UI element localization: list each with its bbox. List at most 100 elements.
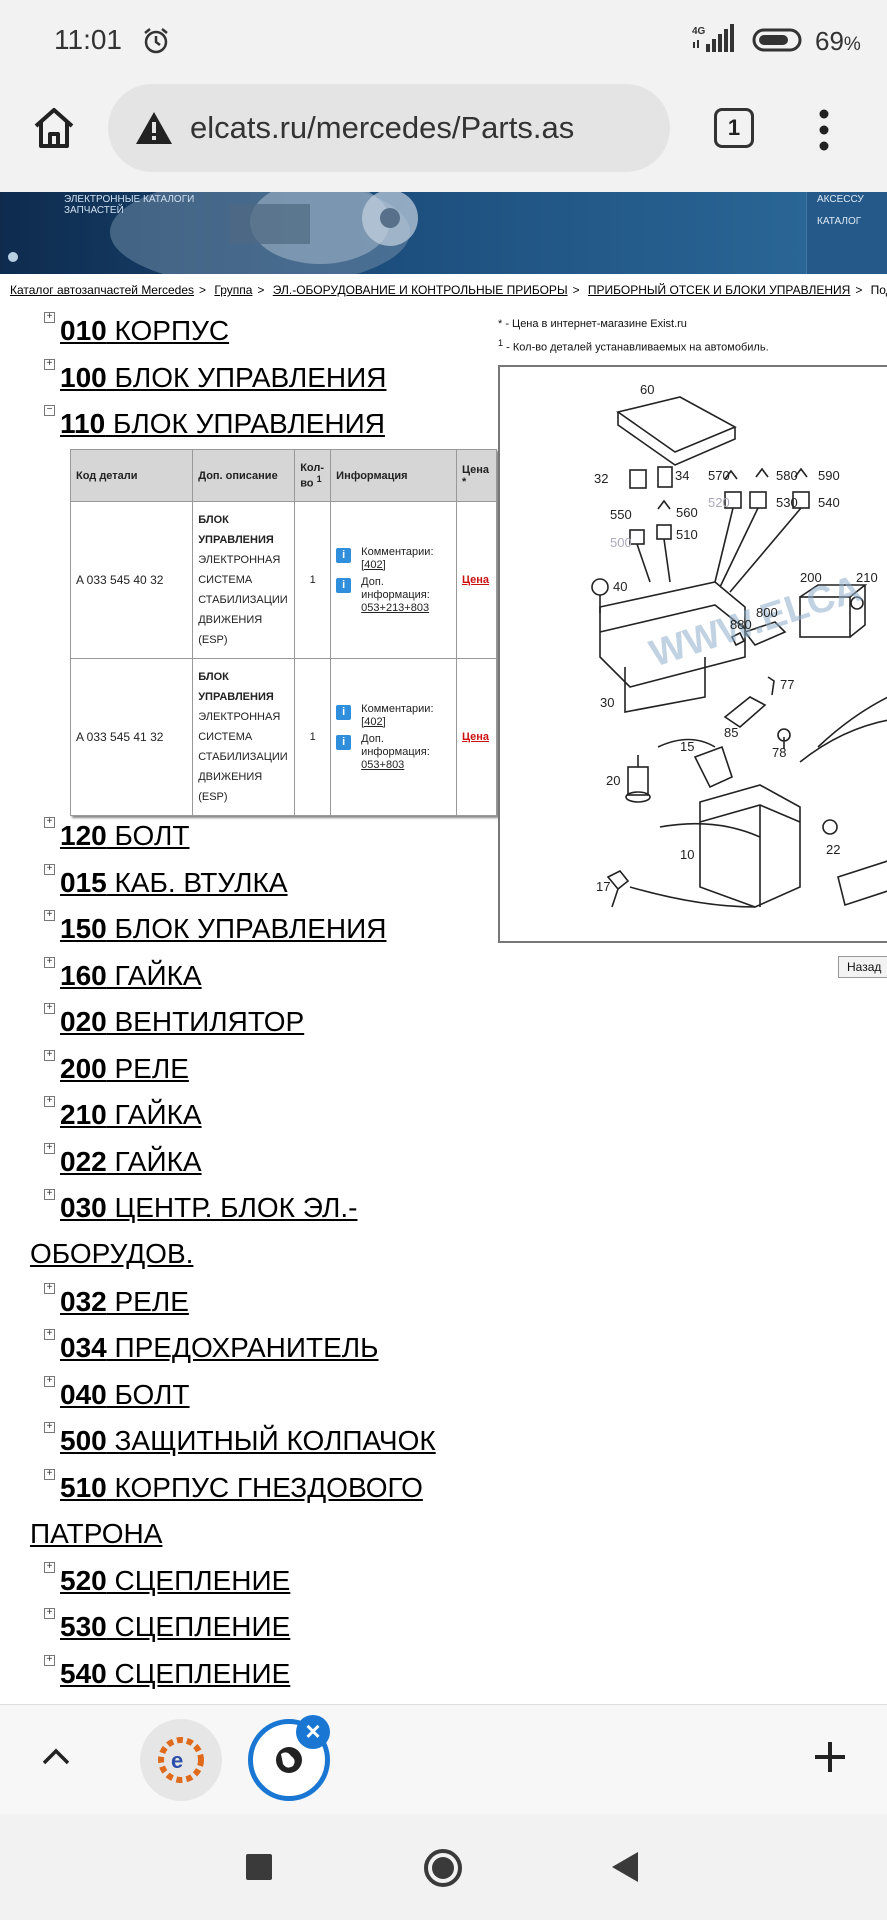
collapse-icon[interactable]: −	[44, 405, 55, 416]
svg-text:200: 200	[800, 570, 822, 585]
breadcrumb-group[interactable]: Группа	[214, 283, 253, 297]
tree-item[interactable]: + 010 КОРПУС	[30, 308, 490, 354]
nav-back-icon[interactable]	[610, 1850, 640, 1884]
parts-table: Код детали Доп. описание Кол-во 1 Информ…	[69, 449, 498, 816]
browser-toolbar: elcats.ru/mercedes/Parts.as 1	[0, 80, 887, 192]
expand-icon[interactable]: +	[44, 312, 55, 323]
tree-item[interactable]: +210 ГАЙКА	[30, 1092, 490, 1138]
banner-link-accessories[interactable]: АКСЕССУ	[817, 194, 864, 205]
expand-icon[interactable]: +	[44, 1050, 55, 1061]
extra-info-link[interactable]: 053+803	[361, 758, 405, 771]
more-menu-icon[interactable]	[810, 106, 838, 154]
expand-icon[interactable]: +	[44, 910, 55, 921]
breadcrumb-catalog[interactable]: Каталог автозапчастей Mercedes	[10, 283, 195, 297]
expand-icon[interactable]: +	[44, 359, 55, 370]
tree-item[interactable]: +030 ЦЕНТР. БЛОК ЭЛ.-ОБОРУДОВ.	[30, 1188, 358, 1270]
tree-item[interactable]: + 100 БЛОК УПРАВЛЕНИЯ	[30, 355, 490, 401]
expand-icon[interactable]: +	[44, 1608, 55, 1619]
signal-icon: 4G	[692, 24, 734, 52]
info-icon: i	[336, 734, 352, 750]
tree-item[interactable]: +530 СЦЕПЛЕНИЕ	[30, 1604, 490, 1650]
quantity-note: 1 - Кол-во деталей устанавливаемых на ав…	[498, 338, 769, 354]
expand-icon[interactable]: +	[44, 1143, 55, 1154]
address-bar[interactable]: elcats.ru/mercedes/Parts.as	[108, 84, 670, 172]
comment-link[interactable]: [402]	[361, 558, 386, 571]
svg-text:580: 580	[776, 468, 798, 483]
svg-text:17: 17	[596, 879, 610, 894]
tree-item[interactable]: +200 РЕЛЕ	[30, 1046, 490, 1092]
expand-icon[interactable]: +	[44, 817, 55, 828]
tree-item[interactable]: +520 СЦЕПЛЕНИЕ	[30, 1558, 490, 1604]
parts-diagram[interactable]: WWW.ELCA 60 1 32 34 570 580 590 550 560 …	[498, 365, 887, 943]
part-quantity: 1	[294, 658, 332, 816]
expand-icon[interactable]: +	[44, 1376, 55, 1387]
expand-icon[interactable]: +	[44, 1562, 55, 1573]
breadcrumb-compartment[interactable]: ПРИБОРНЫЙ ОТСЕК И БЛОКИ УПРАВЛЕНИЯ	[587, 283, 851, 297]
part-number: A 033 545 40 32	[69, 501, 194, 659]
expand-icon[interactable]: +	[44, 1096, 55, 1107]
table-row: A 033 545 40 32 БЛОК УПРАВЛЕНИЯ ЭЛЕКТРОН…	[69, 501, 498, 659]
expand-icon[interactable]: +	[44, 1189, 55, 1200]
tree-item[interactable]: +120 БОЛТ	[30, 813, 490, 859]
part-quantity: 1	[294, 501, 332, 659]
bottom-tab-bar: e ×	[0, 1704, 887, 1814]
tree-item[interactable]: +510 КОРПУС ГНЕЗДОВОГО ПАТРОНА	[30, 1468, 423, 1550]
svg-text:77: 77	[780, 677, 794, 692]
tree-item[interactable]: +040 БОЛТ	[30, 1372, 490, 1418]
svg-text:880: 880	[730, 617, 752, 632]
tree-item[interactable]: +020 ВЕНТИЛЯТОР	[30, 999, 490, 1045]
col-part-number: Код детали	[69, 449, 194, 502]
extra-info-link[interactable]: 053+213+803	[361, 601, 430, 614]
col-description: Доп. описание	[192, 449, 296, 502]
tree-item[interactable]: +022 ГАЙКА	[30, 1139, 490, 1185]
table-row: A 033 545 41 32 БЛОК УПРАВЛЕНИЯ ЭЛЕКТРОН…	[69, 658, 498, 816]
expand-icon[interactable]: +	[44, 1422, 55, 1433]
new-tab-icon[interactable]	[812, 1739, 848, 1775]
banner-link-catalog[interactable]: КАТАЛОГ	[817, 216, 862, 227]
info-icon: i	[336, 704, 352, 720]
expand-icon[interactable]: +	[44, 1469, 55, 1480]
tree-item[interactable]: +160 ГАЙКА	[30, 953, 490, 999]
warning-icon[interactable]	[134, 110, 174, 146]
expand-icon[interactable]: +	[44, 864, 55, 875]
breadcrumb-current: Подг	[870, 283, 887, 297]
col-quantity: Кол-во 1	[294, 449, 332, 502]
tab-switcher-button[interactable]: 1	[714, 108, 754, 148]
tree-item-expanded[interactable]: − 110 БЛОК УПРАВЛЕНИЯ	[30, 401, 490, 447]
expand-icon[interactable]: +	[44, 1003, 55, 1014]
expand-icon[interactable]: +	[44, 957, 55, 968]
tab-chip-exist[interactable]: e	[140, 1719, 222, 1801]
back-button[interactable]: Назад	[838, 956, 887, 978]
price-note: * - Цена в интернет-магазине Exist.ru	[498, 318, 687, 330]
comment-link[interactable]: [402]	[361, 715, 386, 728]
part-number: A 033 545 41 32	[69, 658, 194, 816]
breadcrumb-electrical[interactable]: ЭЛ.-ОБОРУДОВАНИЕ И КОНТРОЛЬНЫЕ ПРИБОРЫ	[272, 283, 568, 297]
expand-icon[interactable]: +	[44, 1655, 55, 1666]
tree-item[interactable]: +150 БЛОК УПРАВЛЕНИЯ	[30, 906, 490, 952]
svg-text:590: 590	[818, 468, 840, 483]
svg-text:560: 560	[676, 505, 698, 520]
price-link[interactable]: Цена	[461, 574, 490, 586]
engine-image	[110, 192, 418, 274]
part-description: БЛОК УПРАВЛЕНИЯ ЭЛЕКТРОННАЯ СИСТЕМА СТАБ…	[192, 658, 296, 816]
chevron-up-icon[interactable]	[40, 1741, 72, 1773]
nav-home-icon[interactable]	[422, 1847, 464, 1889]
svg-text:85: 85	[724, 725, 738, 740]
tree-item[interactable]: +015 КАБ. ВТУЛКА	[30, 860, 490, 906]
expand-icon[interactable]: +	[44, 1283, 55, 1294]
price-link[interactable]: Цена	[461, 731, 490, 743]
recent-apps-icon[interactable]	[246, 1854, 272, 1880]
close-tab-icon[interactable]: ×	[296, 1715, 330, 1749]
svg-text:210: 210	[856, 570, 878, 585]
tree-item[interactable]: +500 ЗАЩИТНЫЙ КОЛПАЧОК	[30, 1418, 490, 1464]
svg-text:800: 800	[756, 605, 778, 620]
banner-dot	[8, 252, 18, 262]
home-icon[interactable]	[30, 104, 78, 152]
tree-item[interactable]: +540 СЦЕПЛЕНИЕ	[30, 1651, 490, 1697]
status-time: 11:01	[54, 24, 122, 55]
tree-item[interactable]: +034 ПРЕДОХРАНИТЕЛЬ	[30, 1325, 490, 1371]
url-text[interactable]: elcats.ru/mercedes/Parts.as	[190, 110, 575, 145]
part-price: Цена	[455, 501, 498, 659]
tree-item[interactable]: +032 РЕЛЕ	[30, 1279, 490, 1325]
expand-icon[interactable]: +	[44, 1329, 55, 1340]
